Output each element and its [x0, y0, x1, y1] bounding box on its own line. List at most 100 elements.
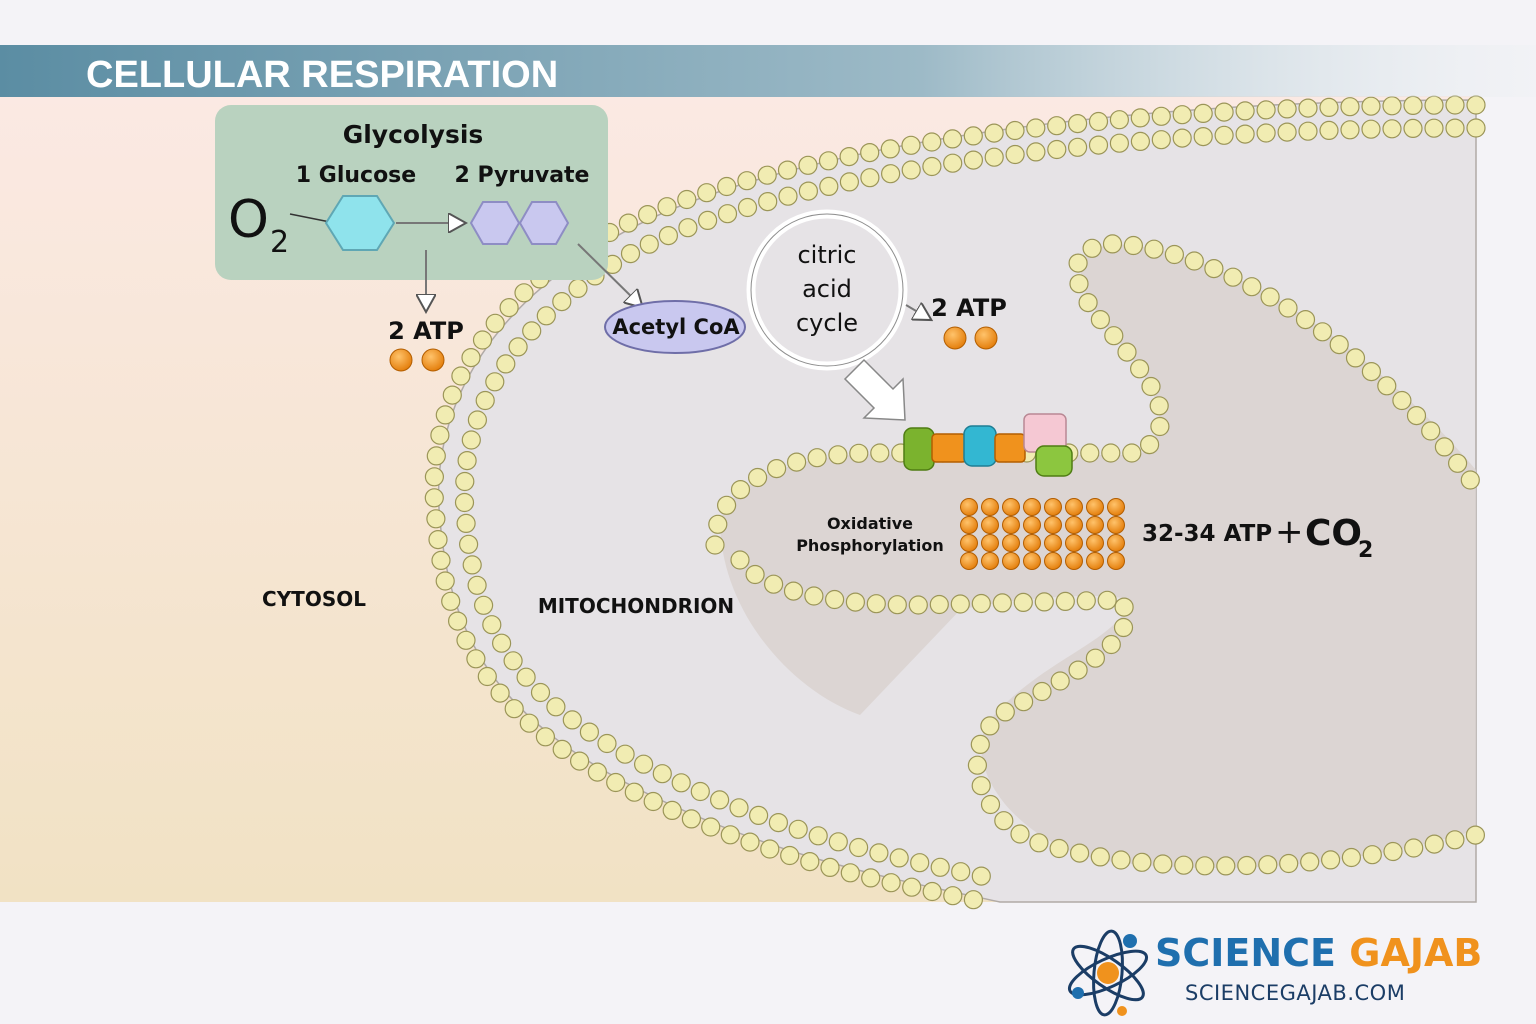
membrane-bead — [763, 574, 784, 594]
membrane-bead — [1298, 121, 1318, 141]
brand-footer: SCIENCE GAJAB SCIENCEGAJAB.COM — [1060, 925, 1530, 1020]
membrane-bead — [442, 385, 462, 405]
membrane-bead — [1151, 130, 1171, 150]
membrane-bead — [441, 591, 461, 611]
membrane-bead — [1174, 855, 1194, 875]
membrane-bead — [1447, 453, 1468, 473]
atp-molecule — [1044, 516, 1062, 534]
membrane-bead — [508, 337, 528, 357]
membrane-bead — [1088, 135, 1109, 155]
membrane-bead — [456, 630, 476, 650]
atp-molecule — [1107, 516, 1125, 534]
glycolysis-heading: Glycolysis — [343, 120, 484, 149]
membrane-bead — [740, 832, 760, 852]
membrane-bead — [1277, 122, 1297, 142]
atp-molecule — [1002, 534, 1020, 552]
membrane-bead — [562, 710, 582, 730]
membrane-bead — [467, 410, 487, 430]
membrane-bead — [461, 430, 481, 450]
membrane-bead — [824, 589, 845, 610]
atp-molecule — [1065, 552, 1083, 570]
membrane-bead — [1319, 120, 1339, 140]
membrane-bead — [1130, 131, 1151, 151]
pyruvate-to-acetyl-arrow — [577, 243, 640, 305]
membrane-bead — [818, 151, 839, 171]
membrane-bead — [1184, 251, 1204, 271]
membrane-bead — [639, 234, 659, 254]
membrane-bead — [808, 826, 828, 846]
membrane-bead — [768, 812, 789, 833]
membrane-bead — [477, 666, 497, 687]
membrane-bead — [1123, 235, 1144, 256]
membrane-bead — [798, 181, 819, 201]
pyruvate-hexagon-1 — [469, 201, 521, 245]
membrane-bead — [869, 843, 889, 863]
membrane-bead — [461, 348, 481, 368]
membrane-bead — [870, 443, 890, 463]
membrane-bead — [1300, 852, 1320, 872]
membrane-bead — [1055, 591, 1075, 612]
atp-molecule — [1023, 516, 1041, 534]
brand-word-gajab: GAJAB — [1349, 931, 1483, 975]
membrane-bead — [1013, 592, 1033, 613]
atp-molecule — [1044, 498, 1062, 516]
membrane-bead — [424, 467, 444, 487]
membrane-bead — [1149, 396, 1169, 416]
atp-molecule — [421, 348, 445, 372]
membrane-bead — [1132, 852, 1152, 872]
membrane-bead — [1102, 234, 1123, 254]
membrane-bead — [984, 147, 1004, 167]
atp-molecule — [1002, 552, 1020, 570]
atp-molecule — [1002, 516, 1020, 534]
atom-logo-icon — [1067, 929, 1149, 1017]
membrane-bead — [880, 139, 900, 159]
membrane-bead — [466, 649, 486, 669]
membrane-bead — [1111, 850, 1131, 870]
membrane-bead — [697, 183, 717, 203]
acetyl-coa-label: Acetyl CoA — [612, 315, 740, 339]
membrane-bead — [1076, 591, 1096, 611]
membrane-bead — [579, 722, 600, 742]
oxygen-subscript: 2 — [270, 225, 289, 260]
membrane-bead — [657, 197, 677, 217]
atp-molecule — [1086, 498, 1104, 516]
brand-name: SCIENCE GAJAB — [1155, 931, 1482, 975]
membrane-bead — [971, 866, 991, 886]
membrane-bead — [845, 592, 866, 612]
membrane-bead — [848, 837, 869, 858]
membrane-bead — [1242, 277, 1262, 297]
membrane-bead — [1005, 144, 1025, 165]
membrane-bead — [1383, 841, 1403, 862]
membrane-bead — [652, 764, 672, 784]
atp-molecule — [943, 326, 967, 350]
membrane-bead — [1237, 855, 1257, 876]
membrane-bead — [992, 593, 1012, 613]
membrane-bead — [963, 890, 984, 910]
membrane-bead — [671, 773, 691, 793]
membrane-bead — [459, 534, 479, 554]
membrane-bead — [1172, 128, 1192, 148]
membrane-bead — [1341, 847, 1362, 868]
membrane-bead — [1298, 98, 1318, 118]
membrane-bead — [1295, 310, 1316, 330]
membrane-bead — [971, 776, 991, 796]
membrane-bead — [1235, 101, 1255, 121]
membrane-bead — [902, 877, 922, 897]
oxygen-symbol: O — [228, 190, 269, 250]
citric-cycle-line3: cycle — [796, 309, 858, 337]
atp-molecule — [960, 498, 978, 516]
membrane-bead — [943, 886, 963, 906]
membrane-bead — [1214, 125, 1234, 145]
membrane-bead — [1424, 118, 1444, 138]
membrane-bead — [901, 135, 921, 155]
membrane-bead — [778, 186, 798, 206]
membrane-bead — [908, 595, 928, 615]
membrane-bead — [426, 509, 446, 529]
membrane-bead — [597, 733, 617, 754]
membrane-bead — [1104, 326, 1124, 346]
membrane-bead — [828, 832, 848, 852]
membrane-bead — [748, 805, 769, 826]
membrane-bead — [861, 868, 881, 888]
atp-molecule — [1023, 534, 1041, 552]
membrane-bead — [798, 155, 818, 175]
